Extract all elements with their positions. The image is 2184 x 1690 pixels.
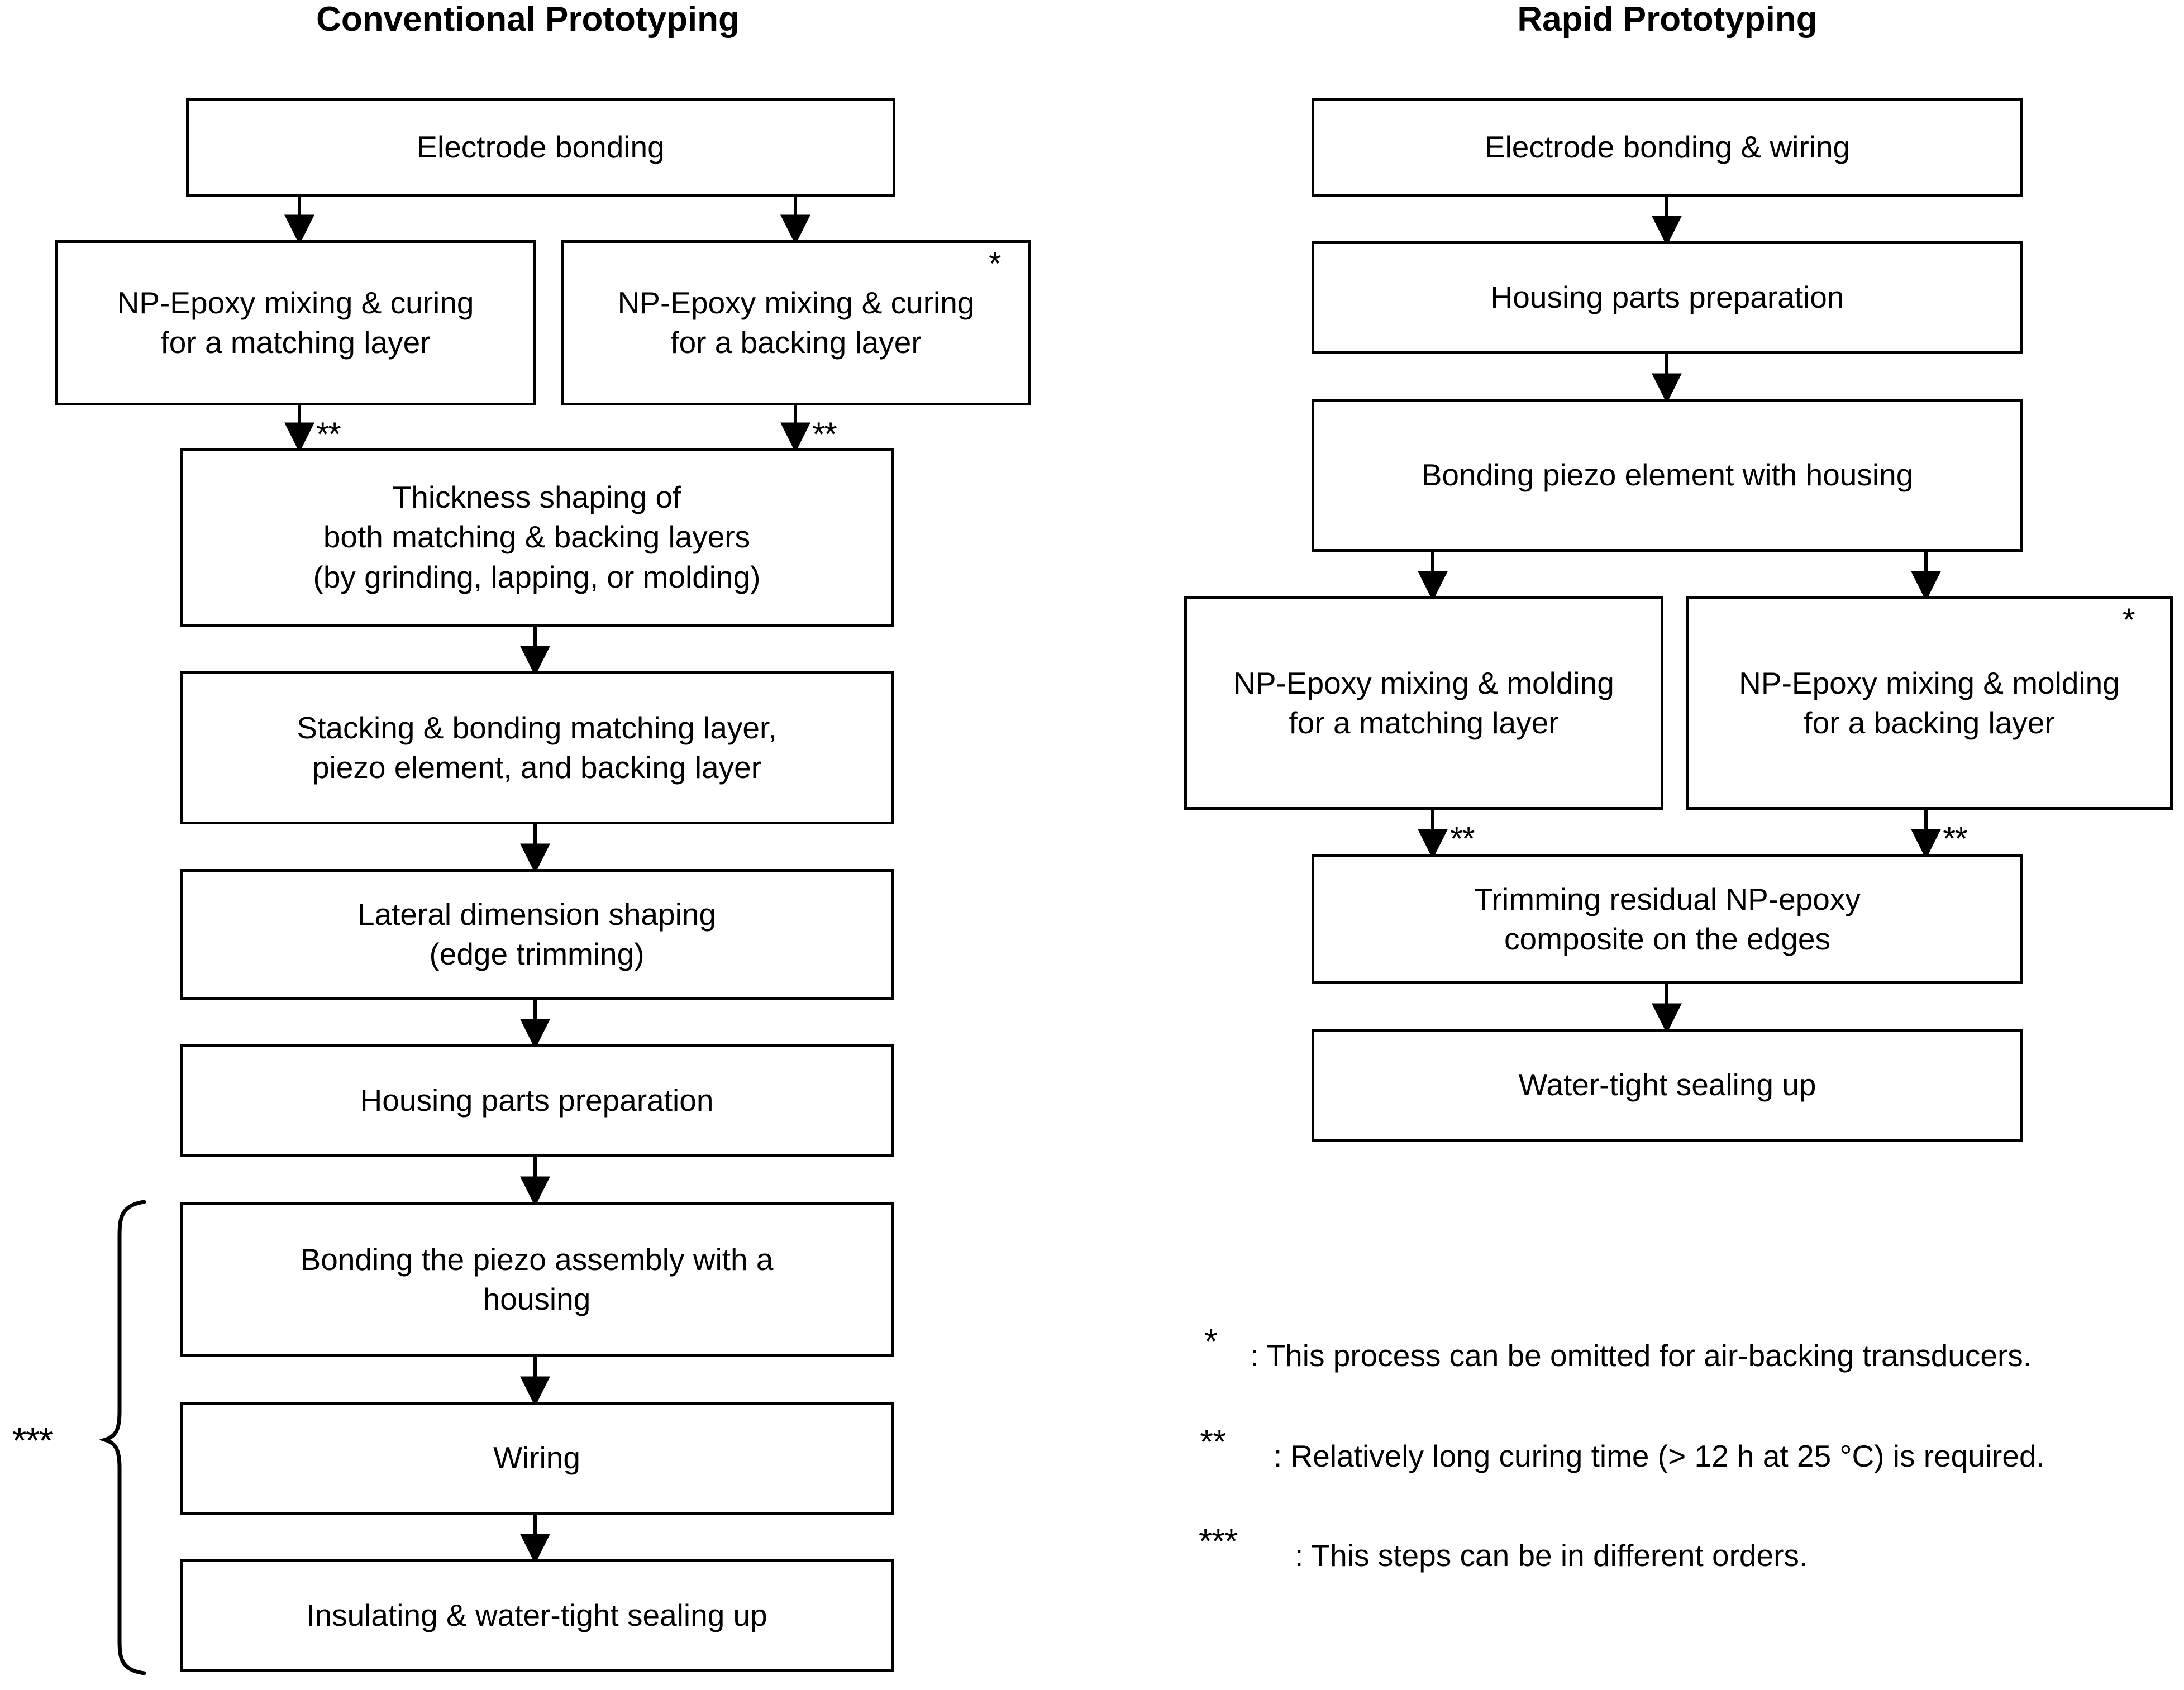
legend-symbol-double-asterisk: ** <box>1200 1423 1226 1462</box>
double-asterisk-marker-molding-backing-out: ** <box>1943 820 1968 857</box>
node-label: Lateral dimension shaping (edge trimming… <box>357 896 717 972</box>
legend-text-double-asterisk: : Relatively long curing time (> 12 h at… <box>1274 1439 2045 1473</box>
node-label: Wiring <box>493 1440 580 1476</box>
asterisk-marker-curing-backing: * <box>989 246 1002 282</box>
node-label: NP-Epoxy mixing & curing for a backing l… <box>617 285 975 360</box>
node-bonding-piezo-assembly-housing[interactable]: Bonding the piezo assembly with a housin… <box>180 1202 894 1357</box>
node-label: Trimming residual NP-epoxy composite on … <box>1474 881 1861 957</box>
double-asterisk-marker-backing-out: ** <box>812 416 837 453</box>
triple-asterisk-brace-label: *** <box>12 1420 53 1461</box>
double-asterisk-marker-matching-out: ** <box>316 416 341 453</box>
node-stacking-bonding[interactable]: Stacking & bonding matching layer, piezo… <box>180 671 894 824</box>
node-electrode-bonding[interactable]: Electrode bonding <box>186 98 895 197</box>
node-np-epoxy-curing-backing[interactable]: NP-Epoxy mixing & curing for a backing l… <box>561 240 1031 405</box>
node-np-epoxy-curing-matching[interactable]: NP-Epoxy mixing & curing for a matching … <box>55 240 536 405</box>
node-np-epoxy-molding-matching[interactable]: NP-Epoxy mixing & molding for a matching… <box>1184 596 1663 810</box>
node-electrode-bonding-wiring[interactable]: Electrode bonding & wiring <box>1312 98 2023 197</box>
node-thickness-shaping[interactable]: Thickness shaping of both matching & bac… <box>180 448 894 627</box>
node-bonding-piezo-element-housing[interactable]: Bonding piezo element with housing <box>1312 399 2023 552</box>
node-label: NP-Epoxy mixing & curing for a matching … <box>117 285 474 360</box>
node-label: Bonding piezo element with housing <box>1421 457 1914 493</box>
node-label: Insulating & water-tight sealing up <box>306 1598 767 1633</box>
legend-symbol-triple-asterisk: *** <box>1199 1522 1238 1561</box>
double-asterisk-marker-molding-matching-out: ** <box>1450 820 1475 857</box>
node-label: Bonding the piezo assembly with a housin… <box>300 1242 774 1317</box>
node-label: Electrode bonding & wiring <box>1484 130 1851 165</box>
legend-text-triple-asterisk: : This steps can be in different orders. <box>1295 1538 1808 1573</box>
legend-text-single-asterisk: : This process can be omitted for air-ba… <box>1250 1338 2032 1373</box>
node-label: Stacking & bonding matching layer, piezo… <box>297 710 777 785</box>
legend-symbol-single-asterisk: * <box>1204 1323 1218 1361</box>
column-title-rapid: Rapid Prototyping <box>1517 0 1818 39</box>
node-label: Housing parts preparation <box>1490 280 1844 315</box>
node-label: Thickness shaping of both matching & bac… <box>313 479 761 594</box>
grouping-brace <box>98 1200 146 1675</box>
node-water-tight-sealing[interactable]: Water-tight sealing up <box>1312 1029 2023 1142</box>
node-label: Electrode bonding <box>417 130 665 165</box>
column-title-conventional: Conventional Prototyping <box>316 0 740 39</box>
node-label: Housing parts preparation <box>360 1083 714 1118</box>
node-lateral-dimension-shaping[interactable]: Lateral dimension shaping (edge trimming… <box>180 869 894 1000</box>
node-np-epoxy-molding-backing[interactable]: NP-Epoxy mixing & molding for a backing … <box>1686 596 2173 810</box>
node-housing-parts-preparation-left[interactable]: Housing parts preparation <box>180 1044 894 1157</box>
node-wiring[interactable]: Wiring <box>180 1402 894 1515</box>
node-label: NP-Epoxy mixing & molding for a matching… <box>1233 665 1614 741</box>
node-housing-parts-preparation-right[interactable]: Housing parts preparation <box>1312 241 2023 354</box>
asterisk-marker-molding-backing: * <box>2123 602 2135 638</box>
node-label: NP-Epoxy mixing & molding for a backing … <box>1739 665 2120 741</box>
node-trimming-residual-epoxy[interactable]: Trimming residual NP-epoxy composite on … <box>1312 854 2023 984</box>
node-insulating-sealing[interactable]: Insulating & water-tight sealing up <box>180 1559 894 1672</box>
node-label: Water-tight sealing up <box>1518 1067 1816 1102</box>
